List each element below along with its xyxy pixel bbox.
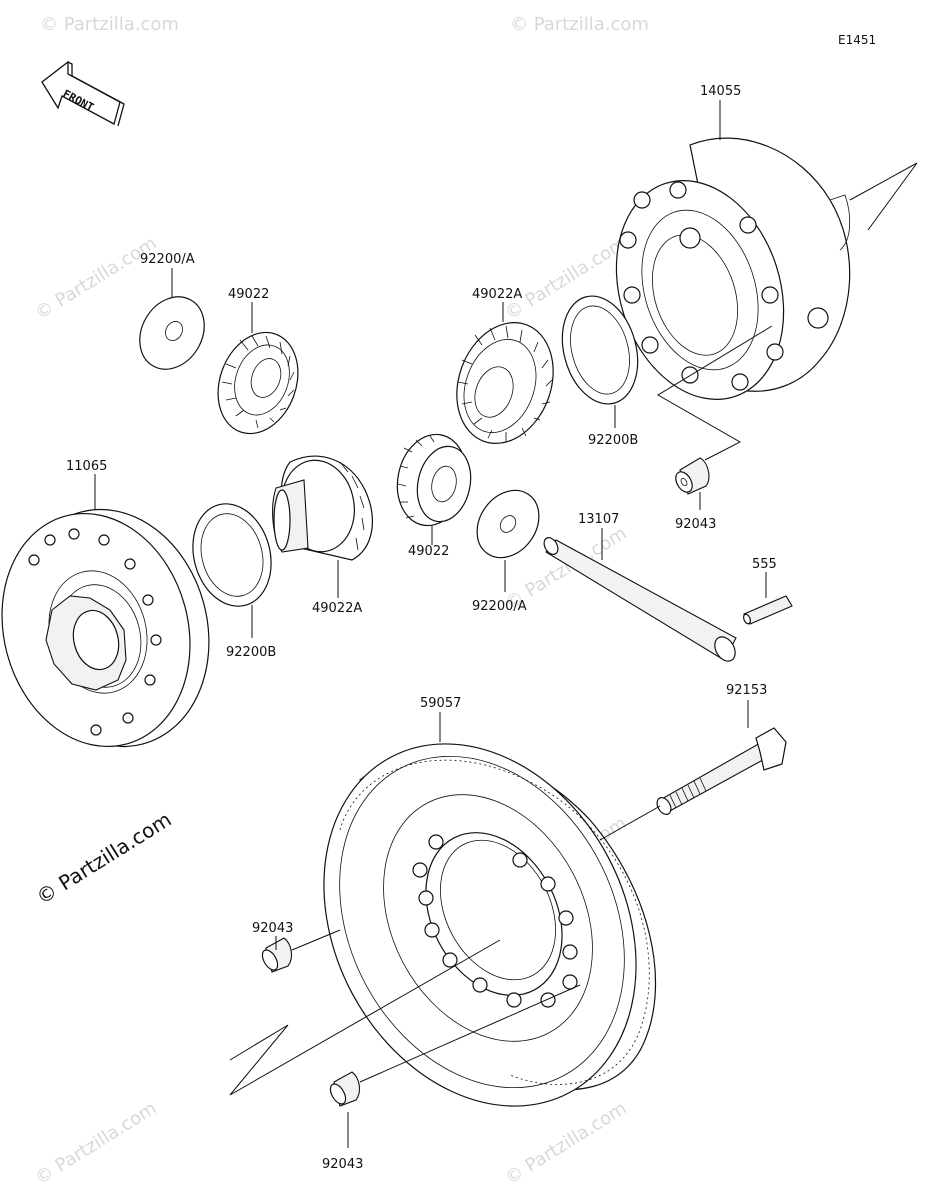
- washer-92200a-top: [139, 268, 205, 370]
- part-label-92153: 92153: [726, 683, 767, 698]
- diagram-code: E1451: [838, 33, 876, 47]
- part-label-92200a-top: 92200/A: [140, 252, 195, 267]
- washer-92200a-mid: [476, 489, 540, 592]
- bevel-gear-49022a-top: [456, 302, 554, 444]
- front-arrow-icon: FRONT: [41, 60, 125, 127]
- dowel-pin-92043-bottom: [329, 984, 581, 1148]
- part-label-49022-top: 49022: [228, 287, 269, 302]
- part-label-49022-mid: 49022: [408, 544, 449, 559]
- part-label-555: 555: [752, 557, 777, 572]
- flange-11065: [1, 474, 210, 748]
- part-label-92043-top: 92043: [675, 517, 716, 532]
- watermark-text: © Partzilla.com: [502, 1098, 631, 1189]
- part-label-92043-bottom: 92043: [322, 1157, 363, 1172]
- part-label-13107: 13107: [578, 512, 619, 527]
- dowel-pin-92043-left: [261, 929, 341, 973]
- bevel-gear-49022-top: [217, 302, 299, 435]
- part-label-92043-left: 92043: [252, 921, 293, 936]
- part-label-92200b-left: 92200B: [226, 645, 276, 660]
- watermark-text: © Partzilla.com: [32, 233, 161, 324]
- watermark-text: © Partzilla.com: [40, 14, 179, 35]
- washer-92200b-right: [561, 295, 639, 428]
- bevel-gear-49022a-mid: [272, 455, 373, 598]
- ring-gear-59057: [229, 712, 657, 1107]
- part-label-92200a-mid: 92200/A: [472, 599, 527, 614]
- bevel-gear-49022-mid: [396, 433, 472, 545]
- watermark-text: © Partzilla.com: [510, 14, 649, 35]
- differential-case: [615, 100, 918, 400]
- shaft-13107: [543, 528, 737, 662]
- part-label-92200b-right: 92200B: [588, 433, 638, 448]
- part-label-49022a-mid: 49022A: [312, 601, 362, 616]
- pin-555: [742, 572, 793, 625]
- bolt-92153: [599, 700, 787, 841]
- partzilla-watermark: © Partzilla.com: [32, 807, 176, 909]
- watermark-text: © Partzilla.com: [32, 1098, 161, 1189]
- part-label-11065: 11065: [66, 459, 107, 474]
- dowel-pin-92043-top: [657, 325, 773, 510]
- part-label-59057: 59057: [420, 696, 461, 711]
- washer-92200b-left: [192, 503, 272, 638]
- part-label-49022a-top: 49022A: [472, 287, 522, 302]
- part-label-14055: 14055: [700, 84, 741, 99]
